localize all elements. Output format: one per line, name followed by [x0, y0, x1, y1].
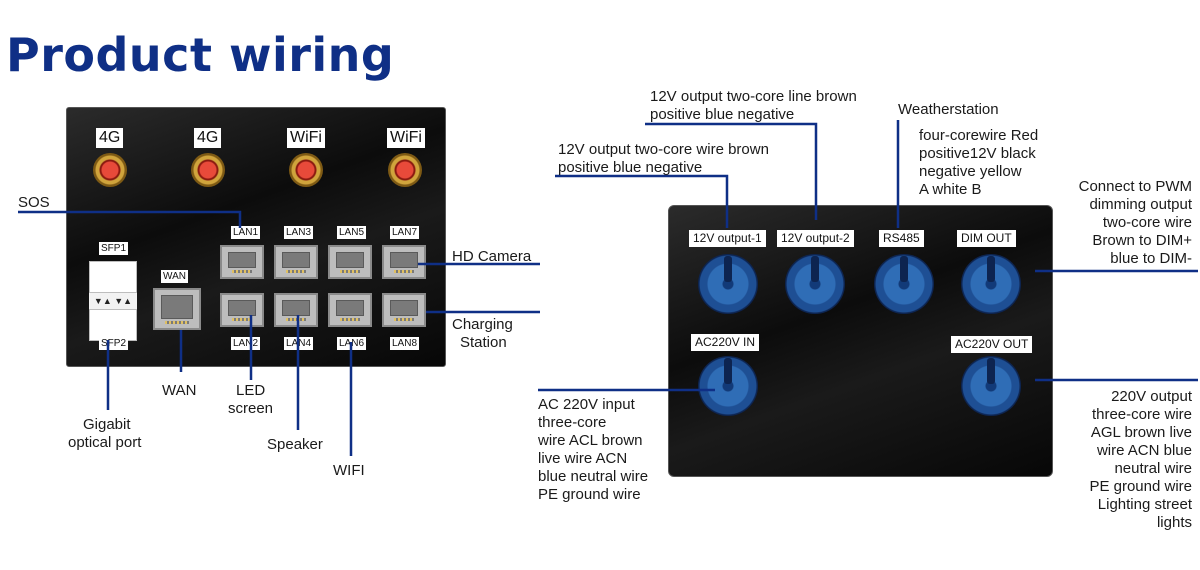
lan-port-icon [382, 245, 426, 279]
antenna-connector-icon [289, 153, 323, 187]
callout-pwm-1: Connect to PWM [1078, 178, 1192, 195]
port-label-lan8: LAN8 [390, 337, 420, 350]
callout-ac-in-6: PE ground wire [538, 486, 641, 503]
callout-ac-out-8: lights [1156, 514, 1192, 531]
port-label-sfp1: SFP1 [99, 242, 129, 255]
port-label-wan: WAN [161, 270, 188, 283]
callout-gigabit-2: optical port [68, 434, 142, 451]
callout-ac-in-1: AC 220V input [538, 396, 635, 413]
connector-knob-icon [698, 254, 758, 314]
connector-label-12v-output-1: 12V output-1 [689, 230, 766, 247]
connector-label-ac220v-in: AC220V IN [691, 334, 760, 351]
callout-pwm-2: dimming output [1089, 196, 1192, 213]
port-label-lan5: LAN5 [337, 226, 367, 239]
port-label-lan2: LAN2 [231, 337, 261, 350]
lan-port-icon [220, 293, 264, 327]
callout-out2-2: positive blue negative [650, 106, 795, 123]
lan-port-icon [274, 245, 318, 279]
leader-line-sos [18, 210, 242, 228]
antenna-label-4g-2: 4G [194, 128, 222, 148]
port-label-lan7: LAN7 [390, 226, 420, 239]
left-device-panel: 4G 4G WiFi WiFi LAN1 LAN3 LAN5 LAN7 LAN2… [66, 107, 446, 367]
connector-label-12v-output-2: 12V output-2 [777, 230, 854, 247]
callout-ac-in-5: blue neutral wire [538, 468, 649, 485]
connector-knob-icon [698, 356, 758, 416]
antenna-label-4g-1: 4G [96, 128, 124, 148]
callout-out1-2: positive blue negative [558, 159, 703, 176]
antenna-connector-icon [191, 153, 225, 187]
callout-hd-camera: HD Camera [452, 248, 532, 265]
callout-led-1: LED [236, 382, 266, 399]
callout-led-2: screen [228, 400, 274, 417]
connector-label-dim-out: DIM OUT [957, 230, 1016, 247]
callout-rs485-1: four-corewire Red [919, 127, 1039, 144]
callout-rs485-2: positive12V black [919, 145, 1036, 162]
callout-pwm-4: Brown to DIM+ [1092, 232, 1192, 249]
antenna-label-wifi-1: WiFi [287, 128, 325, 148]
port-label-lan1: LAN1 [231, 226, 261, 239]
connector-knob-icon [874, 254, 934, 314]
connector-knob-icon [961, 254, 1021, 314]
callout-out1-1: 12V output two-core wire brown [558, 141, 769, 158]
callout-wifi: WIFI [333, 462, 365, 479]
sfp-port-icon [89, 309, 137, 341]
callout-ac-out-6: PE ground wire [1089, 478, 1192, 495]
callout-pwm-3: two-core wire [1102, 214, 1192, 231]
connector-label-rs485: RS485 [879, 230, 924, 247]
lan-port-icon [274, 293, 318, 327]
callout-ac-out-3: AGL brown live [1090, 424, 1192, 441]
callout-ac-out-2: three-core wire [1091, 406, 1192, 423]
callout-speaker: Speaker [267, 436, 323, 453]
callout-ac-in-4: live wire ACN [538, 450, 628, 467]
callout-wan: WAN [162, 382, 197, 399]
callout-charging-2: Station [460, 334, 507, 351]
antenna-connector-icon [388, 153, 422, 187]
callout-charging-1: Charging [452, 316, 513, 333]
wan-port-icon [153, 288, 201, 330]
callout-weatherstation: Weatherstation [898, 101, 999, 118]
leader-line-out1 [555, 174, 729, 228]
callout-out2-1: 12V output two-core line brown [650, 88, 857, 105]
lan-port-icon [328, 245, 372, 279]
connector-label-ac220v-out: AC220V OUT [951, 336, 1033, 353]
leader-line-out2 [645, 122, 818, 220]
callout-gigabit-1: Gigabit [83, 416, 131, 433]
callout-ac-in-2: three-core [538, 414, 607, 431]
antenna-label-wifi-2: WiFi [387, 128, 425, 148]
callout-ac-out-4: wire ACN blue [1096, 442, 1192, 459]
connector-knob-icon [785, 254, 845, 314]
callout-pwm-5: blue to DIM- [1110, 250, 1192, 267]
sfp-arrows: ▼▲ ▼▲ [89, 293, 137, 309]
port-label-sfp2: SFP2 [99, 337, 129, 350]
callout-rs485-4: A white B [919, 181, 982, 198]
page-title: Product wiring [6, 28, 395, 82]
right-device-panel: 12V output-1 12V output-2 RS485 DIM OUT … [668, 205, 1053, 477]
callout-ac-out-1: 220V output [1111, 388, 1192, 405]
lan-port-icon [382, 293, 426, 327]
sfp-port-icon [89, 261, 137, 293]
lan-port-icon [328, 293, 372, 327]
callout-sos: SOS [18, 194, 50, 211]
connector-knob-icon [961, 356, 1021, 416]
callout-rs485-3: negative yellow [919, 163, 1022, 180]
callout-ac-out-7: Lighting street [1097, 496, 1192, 513]
port-label-lan3: LAN3 [284, 226, 314, 239]
callout-ac-in-3: wire ACL brown [538, 432, 643, 449]
callout-ac-out-5: neutral wire [1114, 460, 1192, 477]
lan-port-icon [220, 245, 264, 279]
antenna-connector-icon [93, 153, 127, 187]
